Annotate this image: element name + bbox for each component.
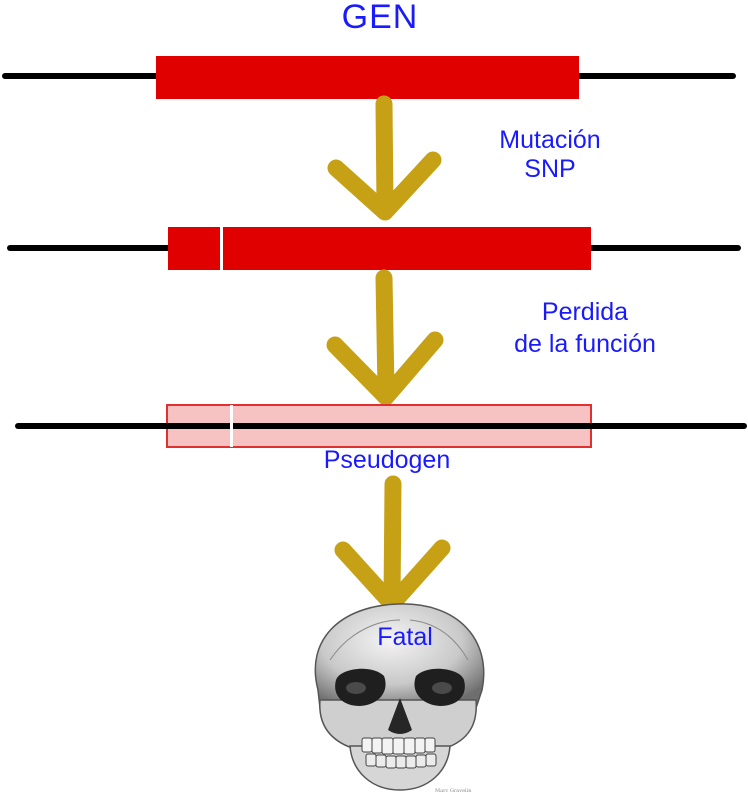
step-mutation-line1: Mutación (499, 126, 601, 154)
step-mutation-label: Mutación SNP (455, 126, 645, 184)
gene-block (168, 227, 591, 270)
snp-mark (230, 405, 233, 447)
snp-mark (220, 227, 223, 270)
down-arrow-icon (334, 475, 451, 613)
gene-normal (2, 56, 736, 99)
gene-mutated (7, 227, 741, 270)
skull-illustration (314, 603, 485, 791)
pseudogene (15, 404, 747, 448)
step-loss-line2: de la función (514, 330, 656, 358)
pseudogene-label: Pseudogen (323, 446, 451, 474)
artist-signature: Marc Gravelin (435, 788, 472, 794)
step-loss-label: Perdida de la función (485, 296, 685, 360)
down-arrow-icon (327, 95, 442, 221)
step-mutation-line2: SNP (524, 155, 576, 183)
outcome-label: Fatal (377, 623, 433, 651)
diagram-title: GEN (341, 0, 419, 36)
down-arrow-icon (326, 269, 444, 406)
step-loss-line1: Perdida (541, 298, 629, 326)
gene-block (156, 56, 579, 99)
